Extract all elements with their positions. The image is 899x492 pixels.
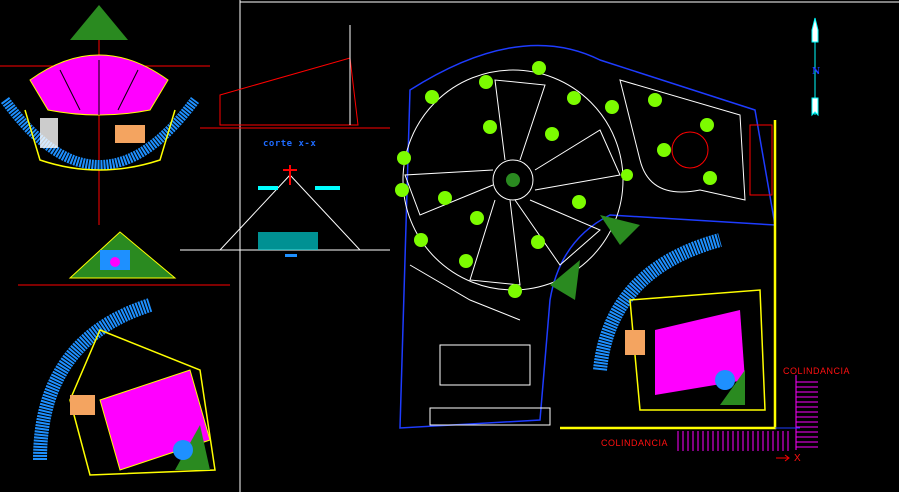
trees	[395, 61, 717, 298]
section-mark-label: X	[794, 453, 802, 464]
building-section	[180, 25, 390, 257]
sheet-frame	[239, 0, 899, 492]
church-elevation-small	[18, 231, 230, 286]
church-floor-plan	[0, 5, 210, 225]
site-plan	[395, 44, 777, 430]
section-arrow	[776, 454, 790, 462]
north-label: N	[812, 67, 821, 77]
north-arrow-icon	[811, 17, 819, 117]
boundary-label-south: COLINDANCIA	[601, 438, 669, 448]
boundary-hatch	[677, 375, 818, 451]
church-floor-plan-rotated	[33, 298, 216, 476]
boundary-label-east: COLINDANCIA	[783, 366, 851, 376]
section-label: corte x-x	[263, 139, 317, 149]
